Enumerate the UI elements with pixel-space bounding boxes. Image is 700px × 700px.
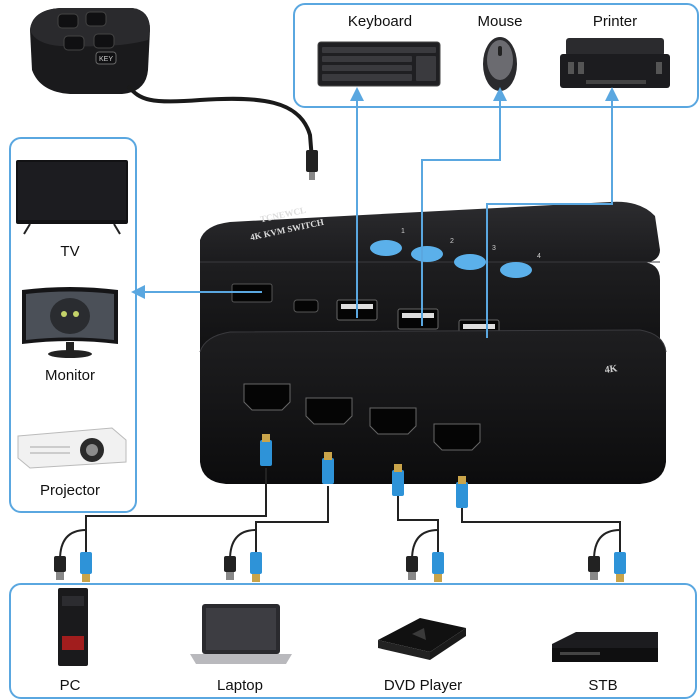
laptop-label: Laptop [217,677,263,694]
hdmi-in-port-4 [433,423,481,451]
dvd-player-icon [378,618,466,660]
monitor-label: Monitor [44,367,96,384]
hdmi-in-port-2 [305,397,353,425]
stb-label: STB [588,677,618,694]
port-number-4: 4 [537,253,541,260]
port-number-2: 2 [450,238,454,245]
stb-icon [552,632,658,662]
pc-icon [58,588,88,666]
hdmi-in-port-3 [369,407,417,435]
switch-button-3 [454,254,486,270]
projector-label: Projector [39,482,101,499]
kvm-switch-lower: 4K [199,329,667,484]
lower-brand: 4K [604,363,618,376]
hdmi-in-port-1 [243,383,291,411]
arrow-to-mouse [421,87,507,326]
dvd-player-label: DVD Player [383,677,463,694]
switch-button-2 [411,246,443,262]
port-number-3: 3 [492,245,496,252]
remote-button-3 [63,35,85,51]
mouse-label: Mouse [477,13,523,30]
remote-button-2 [85,11,107,27]
remote-key-badge: KEY [99,56,113,63]
remote-button-1 [57,13,79,29]
remote-button-4 [93,33,115,49]
keyboard-icon [317,41,441,87]
pc-label: PC [59,677,81,694]
arrow-to-printer [486,87,619,338]
laptop-icon [190,604,292,664]
tv-label: TV [60,243,80,260]
source-plugs [54,552,626,582]
remote-plug [306,150,318,172]
usb-c-port [293,299,319,313]
projector-icon [17,427,127,469]
tv-icon [16,160,128,235]
keyboard-label: Keyboard [347,13,413,30]
port-number-1: 1 [401,228,405,235]
remote-control: KEY [30,8,150,94]
usb-port-mouse [397,308,439,330]
monitor-icon [22,287,118,358]
remote-cable [126,84,314,161]
switch-button-1 [370,240,402,256]
hdmi-connectors [260,434,468,508]
printer-icon [560,38,670,88]
switch-button-4 [500,262,532,278]
printer-label: Printer [592,13,638,30]
mouse-icon [483,37,517,91]
